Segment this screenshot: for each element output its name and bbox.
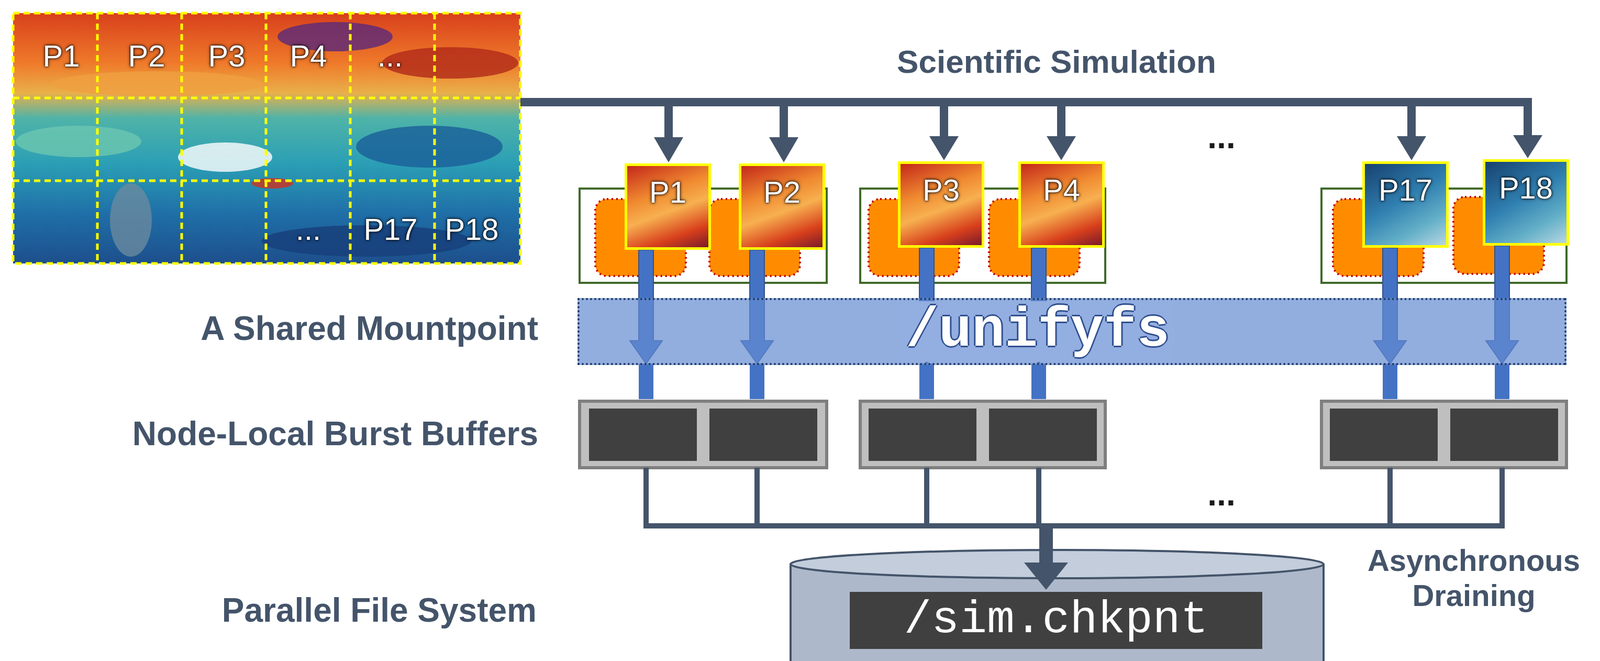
process-label: P4 xyxy=(1042,173,1081,207)
climate-map xyxy=(13,13,521,264)
climate-map xyxy=(13,13,521,264)
map-label: ... xyxy=(377,38,403,74)
burst-buffer xyxy=(1321,401,1567,468)
mountpoint-path: /unifyfs xyxy=(901,301,1174,362)
map-label: P4 xyxy=(290,38,328,74)
simulation-bus xyxy=(520,97,1543,163)
burst-buffer xyxy=(589,408,697,461)
burst-buffer xyxy=(1329,408,1438,461)
map-label: P1 xyxy=(42,38,81,74)
burst-buffer xyxy=(579,401,1567,468)
ellipsis: ... xyxy=(1207,474,1236,514)
process-tile: P1 xyxy=(624,163,711,250)
burst-buffer xyxy=(1450,408,1559,461)
process-label: P17 xyxy=(1378,173,1433,207)
layer-label: A Shared Mountpoint xyxy=(200,309,539,349)
climate-map xyxy=(13,13,521,264)
process-label: P2 xyxy=(763,175,801,209)
drain-label: Asynchronous Draining xyxy=(1356,542,1592,613)
drain-arrow-head xyxy=(1024,562,1069,590)
map-label: P3 xyxy=(208,38,246,74)
write-arrow-shaft xyxy=(1494,363,1510,399)
climate-map xyxy=(178,142,273,172)
write-arrow-shaft xyxy=(638,363,654,399)
drain-lines xyxy=(1039,525,1053,566)
simulation-bus xyxy=(653,137,684,163)
simulation-bus xyxy=(1046,136,1076,161)
simulation-bus xyxy=(769,137,799,163)
climate-map xyxy=(109,183,152,257)
process-tile: P2 xyxy=(738,163,826,250)
burst-buffer xyxy=(989,408,1097,461)
map-label: ... xyxy=(295,212,321,248)
burst-buffer xyxy=(589,408,1559,461)
write-arrow-shaft xyxy=(749,363,765,399)
burst-buffer xyxy=(579,401,1567,468)
climate-map xyxy=(356,125,503,168)
burst-buffer xyxy=(579,401,827,468)
write-arrow-shaft xyxy=(638,363,1510,399)
process-label: P3 xyxy=(922,173,960,207)
simulation-bus xyxy=(668,97,1528,140)
drain-lines xyxy=(643,467,1505,526)
process-label: P1 xyxy=(649,175,687,209)
climate-map xyxy=(13,13,521,264)
burst-buffer xyxy=(860,401,1106,468)
layer-label: Node-Local Burst Buffers xyxy=(132,414,539,454)
process-tile: P3 xyxy=(897,161,985,248)
process-tile: P17 xyxy=(1362,161,1449,248)
process-label: P18 xyxy=(1498,171,1553,205)
map-label: P17 xyxy=(363,212,418,248)
map-label: P2 xyxy=(128,38,166,74)
burst-buffer xyxy=(709,408,818,461)
file-path: /sim.chkpnt xyxy=(904,594,1209,646)
simulation-bus xyxy=(929,136,959,161)
write-arrow-shaft xyxy=(919,363,935,399)
climate-map xyxy=(52,71,262,97)
climate-map xyxy=(13,13,521,264)
ellipsis: ... xyxy=(1207,117,1236,157)
parallel-file-system-cylinder xyxy=(790,549,1324,661)
map-label: P18 xyxy=(444,212,499,248)
process-tile: P4 xyxy=(1018,161,1105,248)
process-tile: P18 xyxy=(1482,159,1570,246)
simulation-bus xyxy=(1513,135,1543,159)
layer-label: Parallel File System xyxy=(221,591,537,630)
write-arrow-shaft xyxy=(1031,363,1047,399)
mountpoint-band: /unifyfs xyxy=(577,297,1567,365)
simulation-bus xyxy=(1396,136,1427,161)
write-arrow-shaft xyxy=(1382,363,1398,399)
climate-map xyxy=(15,125,142,158)
checkpoint-file: /sim.chkpnt xyxy=(849,591,1263,649)
section-title: Scientific Simulation xyxy=(896,42,1217,81)
burst-buffer xyxy=(868,408,977,461)
